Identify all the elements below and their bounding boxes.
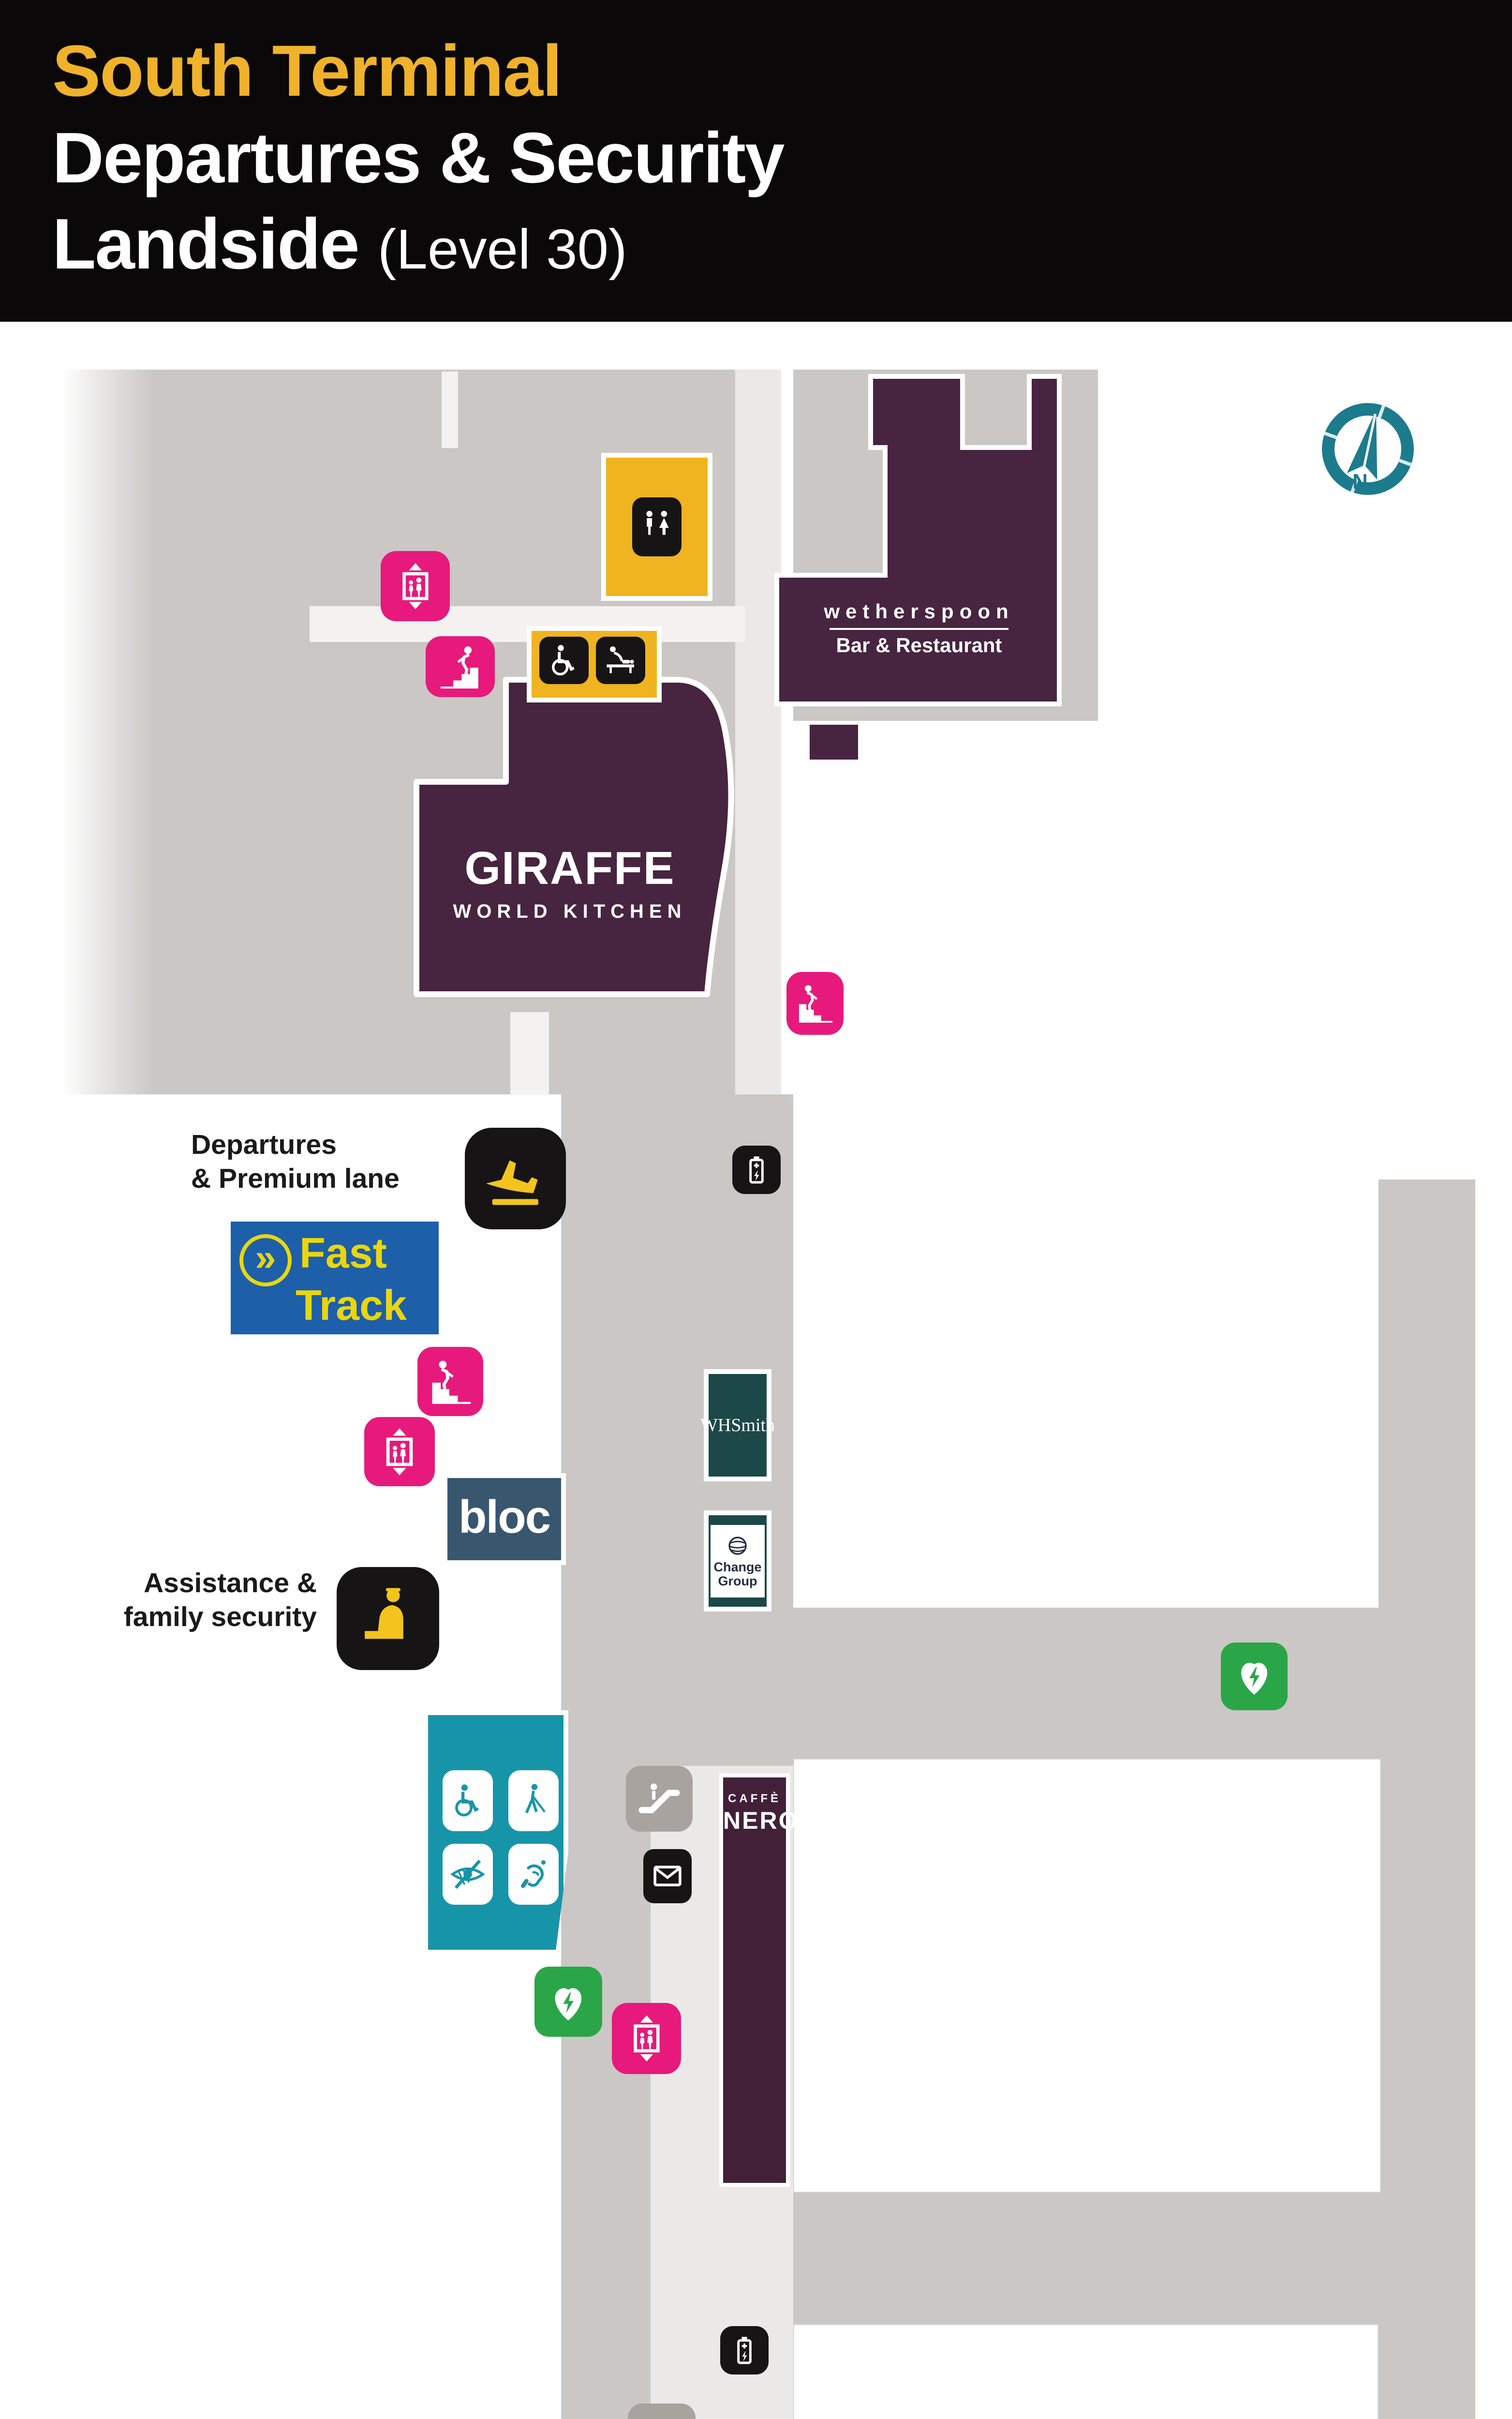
bloc-sign: bloc: [443, 1473, 566, 1565]
wetherspoon-sign: wetherspoon Bar & Restaurant: [798, 600, 1040, 657]
wetherspoon-building: [774, 374, 1062, 706]
wetherspoon-sub: Bar & Restaurant: [836, 634, 1002, 657]
fast-track-line2: Track: [296, 1281, 407, 1329]
giraffe-name: GIRAFFE: [464, 842, 675, 894]
change-group-label-line2: Group: [718, 1573, 757, 1588]
compass-north-icon: N: [1322, 403, 1414, 495]
change-group-sign: Change Group: [704, 1510, 771, 1612]
accessible-baby-change-block: [527, 626, 662, 702]
wetherspoon-name: wetherspoon: [824, 600, 1014, 623]
charging-point-icon-1: [732, 1146, 781, 1194]
level-label: (Level 30): [377, 218, 627, 281]
charging-point-icon-2: [720, 2326, 769, 2374]
map-gap-mid: [510, 1012, 549, 1095]
lift-icon-nero: [612, 2003, 681, 2074]
giraffe-sub: WORLD KITCHEN: [453, 901, 687, 922]
departures-label-line2: & Premium lane: [191, 1163, 400, 1194]
compass-letter: N: [1352, 470, 1368, 493]
wheelchair-icon: [443, 1770, 493, 1831]
map-gap-top: [442, 372, 458, 448]
toilets-icon: [632, 497, 682, 556]
map-room-block-1: [793, 1759, 1381, 2193]
blind-person-icon: [508, 1770, 559, 1831]
page-title: South Terminal: [52, 30, 563, 111]
baby-change-icon: [596, 637, 645, 684]
assistance-label: Assistance & family security: [73, 1567, 317, 1634]
whsmith-label: WHSmith: [700, 1415, 775, 1435]
hearing-loop-icon: [508, 1844, 559, 1905]
change-group-globe-icon: [728, 1537, 747, 1555]
stairs-icon-security: [417, 1347, 483, 1416]
wetherspoon-rule: [830, 628, 1008, 630]
lift-icon-security: [364, 1417, 435, 1486]
assistance-desk-icon: [337, 1567, 439, 1670]
post-box-icon: [643, 1849, 692, 1903]
fast-track-line1: Fast: [299, 1229, 387, 1277]
escalator-icon-2: [628, 2404, 696, 2419]
escalator-icon-1: [626, 1766, 693, 1832]
defibrillator-icon-1: [1221, 1643, 1288, 1710]
stairs-icon-top: [426, 636, 495, 697]
assistance-label-line2: family security: [123, 1601, 317, 1632]
accessible-toilet-icon: [539, 637, 589, 684]
page-subtitle: Departures & Security: [52, 118, 785, 198]
defibrillator-icon-2: [534, 1967, 602, 2037]
giraffe-sign: GIRAFFE WORLD KITCHEN: [430, 842, 710, 923]
map-floor-right-band-1: [793, 1608, 1475, 1759]
nero-label-line2: NERO: [723, 1807, 799, 1834]
change-group-logo-box: Change Group: [711, 1524, 765, 1598]
special-assistance-box: [423, 1710, 568, 1955]
visual-impairment-icon: [443, 1844, 493, 1905]
whsmith-sign: WHSmith: [700, 1369, 775, 1481]
change-group-label-line1: Change: [713, 1560, 762, 1575]
map-floor-left-fade: [61, 370, 153, 1094]
header-banner: South Terminal Departures & Security Lan…: [0, 0, 1512, 322]
toilets-block: [601, 453, 712, 601]
lift-icon-top: [381, 551, 450, 621]
caffe-nero-building: CAFFÈ NERO: [719, 1774, 799, 2187]
page-area-line: Landside (Level 30): [52, 203, 627, 285]
fast-track-chevrons: »: [255, 1236, 276, 1279]
departures-label: Departures & Premium lane: [191, 1128, 452, 1195]
map-room-block-2: [793, 2324, 1379, 2419]
giraffe-building: [414, 677, 734, 997]
map-corridor-top: [735, 370, 781, 1187]
assistance-label-line1: Assistance &: [143, 1568, 317, 1598]
stairs-icon-giraffe: [786, 972, 844, 1035]
nero-label-line1: CAFFÈ: [728, 1792, 781, 1805]
departures-plane-icon: [465, 1128, 566, 1229]
fast-track-chevron-icon: »: [239, 1234, 292, 1286]
fast-track-sign: » Fast Track: [231, 1222, 439, 1334]
map-floor-right-band-2: [793, 2193, 1475, 2324]
area-label: Landside: [52, 204, 360, 284]
bloc-label: bloc: [458, 1491, 551, 1543]
wetherspoon-annex: [806, 721, 862, 763]
departures-label-line1: Departures: [191, 1129, 337, 1160]
